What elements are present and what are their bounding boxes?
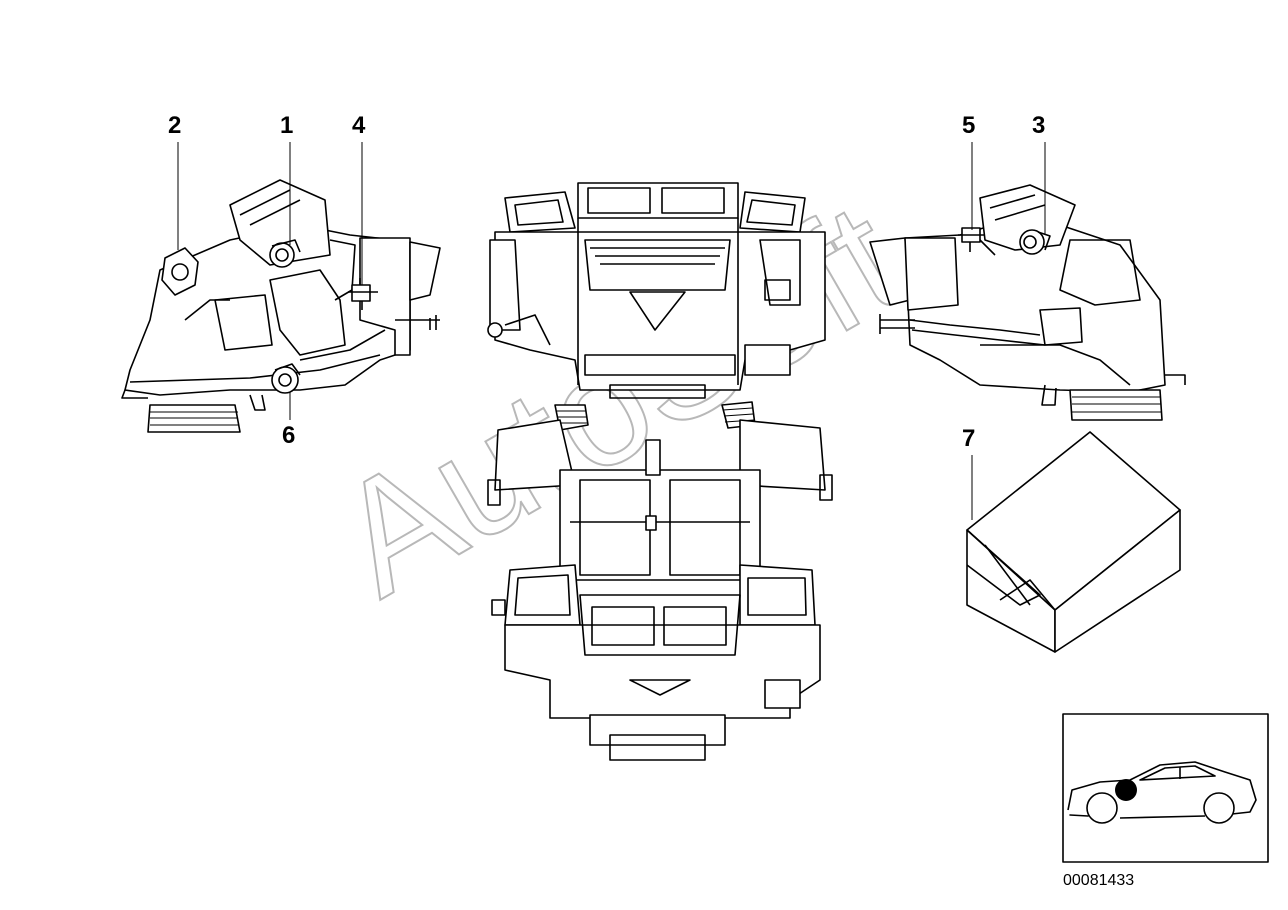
car-silhouette-icon bbox=[1067, 761, 1257, 824]
sensor-4[interactable] bbox=[348, 278, 378, 310]
callout-7[interactable]: 7 bbox=[962, 425, 975, 452]
callout-4[interactable]: 4 bbox=[352, 112, 366, 139]
callout-6[interactable]: 6 bbox=[282, 422, 295, 449]
center-bottom-heater-unit bbox=[487, 419, 833, 761]
sensor-3[interactable] bbox=[1019, 229, 1051, 255]
sensor-5[interactable] bbox=[958, 227, 996, 256]
part-7-box[interactable] bbox=[966, 431, 1181, 653]
location-dot-icon bbox=[1115, 779, 1137, 801]
vehicle-inset bbox=[1062, 713, 1269, 863]
callout-5[interactable]: 5 bbox=[962, 112, 975, 139]
callout-1[interactable]: 1 bbox=[280, 112, 293, 139]
sensor-1[interactable] bbox=[269, 239, 301, 268]
callout-2[interactable]: 2 bbox=[168, 112, 181, 139]
callout-3[interactable]: 3 bbox=[1032, 112, 1045, 139]
sensor-6[interactable] bbox=[271, 363, 301, 394]
left-heater-assembly bbox=[121, 179, 441, 433]
diagram-part-number: 00081433 bbox=[1063, 872, 1134, 889]
center-top-heater-unit bbox=[487, 182, 826, 431]
right-heater-assembly bbox=[869, 184, 1186, 421]
sensor-2[interactable] bbox=[161, 247, 199, 296]
